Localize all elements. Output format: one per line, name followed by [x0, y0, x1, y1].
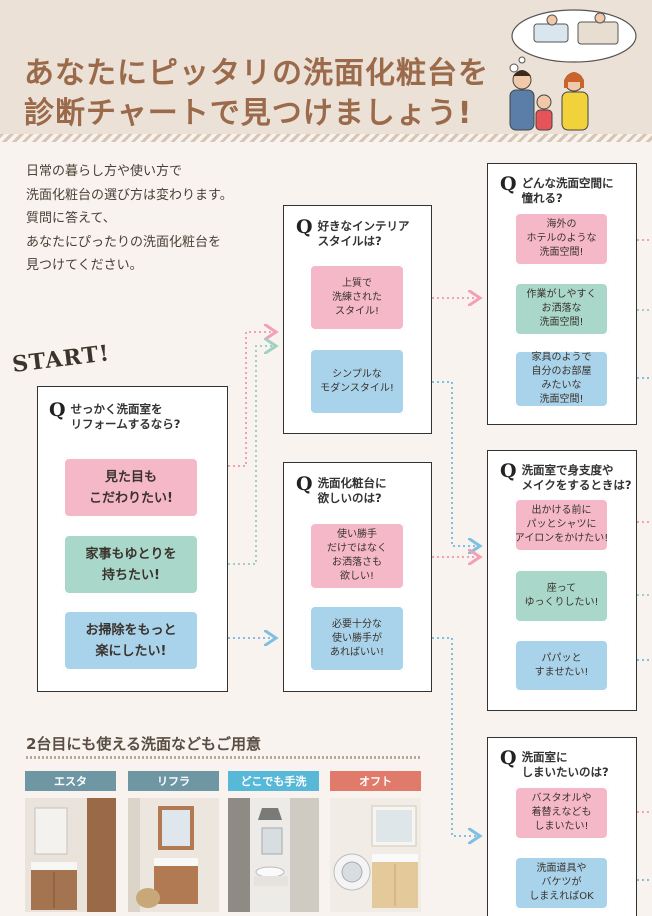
q-mark: Q — [500, 460, 517, 482]
answer-option-ironing[interactable]: 出かける前にパッとシャツにアイロンをかけたい! — [514, 498, 609, 552]
section-divider — [26, 756, 420, 759]
product-tab-esta[interactable]: エスタ — [25, 771, 116, 791]
answer-option-stylish[interactable]: 使い勝手だけではなくお洒落さも欲しい! — [309, 522, 405, 590]
answer-option-towels[interactable]: バスタオルや着替えなどもしまいたい! — [514, 786, 609, 840]
arrow-q1-pink — [228, 332, 276, 467]
question-text: スタイルは? — [317, 234, 382, 248]
answer-option-workable[interactable]: 作業がしやすくお洒落な洗面空間! — [514, 282, 609, 336]
q-mark: Q — [500, 747, 517, 769]
answer-option-housework[interactable]: 家事もゆとりを持ちたい! — [63, 534, 199, 595]
question-header: Q 好きなインテリア スタイルは? — [296, 216, 410, 249]
question-header: Q 洗面室に しまいたいのは? — [500, 747, 609, 780]
product-photo-ofuto — [330, 798, 421, 912]
product-photo-dokodemo — [228, 798, 319, 912]
arrow-vanity-blue — [432, 637, 480, 836]
question-header: Q せっかく洗面室を リフォームするなら? — [49, 399, 181, 432]
intro-line: 日常の暮らし方や使い方で — [26, 164, 183, 179]
question-header: Q 洗面室で身支度や メイクをするときは? — [500, 460, 632, 493]
product-tab-ofuto[interactable]: オフト — [330, 771, 421, 791]
question-text: 洗面室に — [521, 750, 568, 764]
question-text: 欲しいのは? — [317, 491, 382, 505]
q-mark: Q — [49, 399, 66, 421]
answer-option-sit-relax[interactable]: 座ってゆっくりしたい! — [514, 569, 609, 623]
product-tab-dokodemo[interactable]: どこでも手洗 — [228, 771, 319, 791]
question-text: 憧れる? — [521, 191, 563, 205]
question-text: 洗面室で身支度や — [521, 463, 614, 477]
section-title: 2台目にも使える洗面などもご用意 — [26, 735, 261, 753]
product-tab-rifura[interactable]: リフラ — [128, 771, 219, 791]
answer-option-sufficient[interactable]: 必要十分な使い勝手があればいい! — [309, 605, 405, 672]
product-photo-rifura — [128, 798, 219, 912]
answer-option-tools[interactable]: 洗面道具やバケツがしまえればOK — [514, 856, 609, 910]
question-text: しまいたいのは? — [521, 765, 609, 779]
intro-line: あなたにぴったりの洗面化粧台を — [26, 234, 222, 250]
product-photo-esta — [25, 798, 116, 912]
page-title-line-2: 診断チャートで見つけましょう! — [24, 96, 473, 131]
answer-option-refined[interactable]: 上質で洗練されたスタイル! — [309, 264, 405, 331]
q-mark: Q — [296, 473, 313, 495]
question-text: リフォームするなら? — [70, 417, 181, 431]
question-text: メイクをするときは? — [521, 478, 632, 492]
page-title-line-1: あなたにピッタリの洗面化粧台を — [24, 56, 489, 91]
intro-text: 日常の暮らし方や使い方で 洗面化粧台の選び方は変わります。 質問に答えて、 あな… — [26, 160, 266, 278]
answer-option-furniture[interactable]: 家具のようで自分のお部屋みたいな洗面空間! — [514, 350, 609, 408]
question-text: どんな洗面空間に — [521, 176, 614, 190]
answer-option-modern[interactable]: シンプルなモダンスタイル! — [309, 348, 405, 415]
answer-option-looks[interactable]: 見た目もこだわりたい! — [63, 457, 199, 518]
header-stripe — [0, 134, 652, 142]
intro-line: 洗面化粧台の選び方は変わります。 — [26, 187, 233, 203]
question-text: 洗面化粧台に — [317, 476, 387, 490]
arrow-interior-blue — [432, 381, 480, 546]
q-mark: Q — [500, 173, 517, 195]
question-header: Q どんな洗面空間に 憧れる? — [500, 173, 614, 206]
intro-line: 質問に答えて、 — [26, 211, 116, 226]
question-header: Q 洗面化粧台に 欲しいのは? — [296, 473, 387, 506]
q-mark: Q — [296, 216, 313, 238]
answer-option-cleaning[interactable]: お掃除をもっと楽にしたい! — [63, 610, 199, 671]
answer-option-quick[interactable]: パパッとすませたい! — [514, 639, 609, 692]
family-illustration — [509, 9, 637, 131]
question-text: 好きなインテリア — [317, 219, 410, 233]
question-text: せっかく洗面室を — [70, 402, 163, 416]
arrow-q1-teal — [228, 346, 276, 565]
start-label: START! — [10, 340, 112, 378]
answer-option-hotel[interactable]: 海外のホテルのような洗面空間! — [514, 212, 609, 266]
intro-line: 見つけてください。 — [26, 258, 143, 273]
